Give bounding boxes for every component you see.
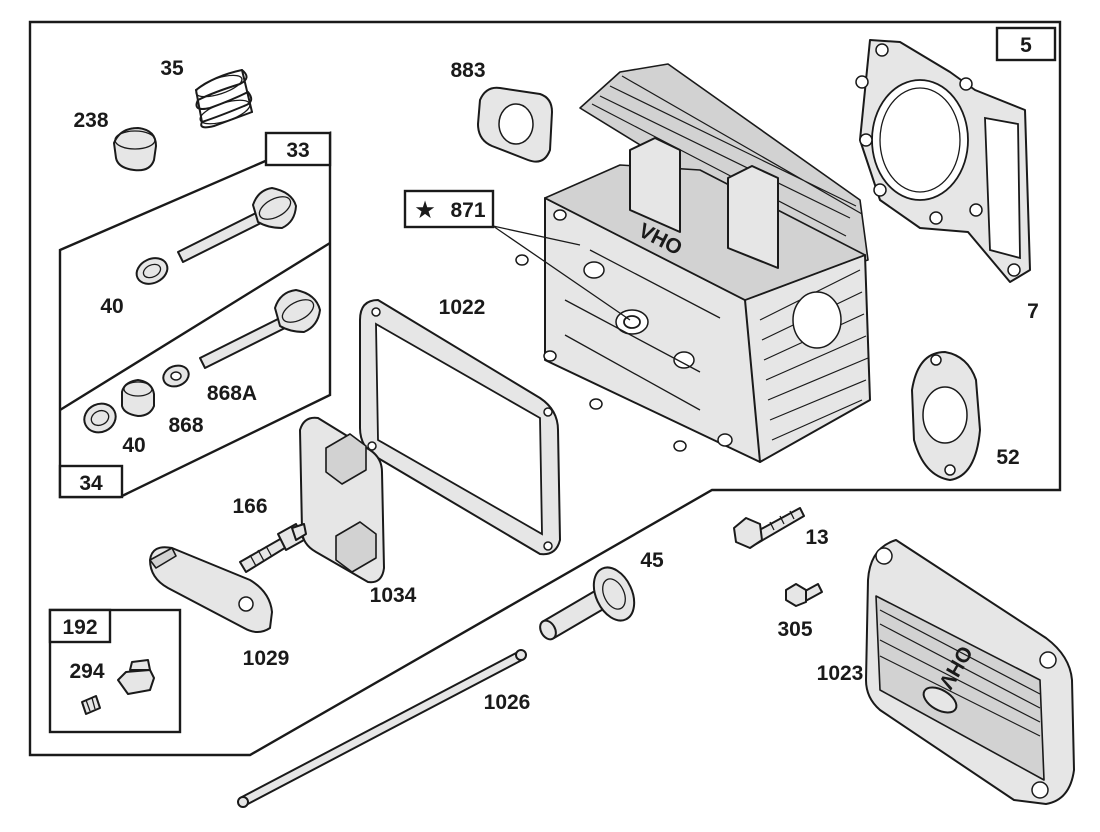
callout-1023: 1023 <box>817 662 864 685</box>
star-icon: ★ <box>416 199 435 222</box>
exhaust-valve <box>177 187 297 263</box>
push-rod-guide <box>539 566 636 641</box>
valve-cap <box>113 127 157 172</box>
callout-40-upper: 40 <box>100 295 123 318</box>
breather-plate <box>299 416 385 584</box>
rocker-arm <box>149 546 273 633</box>
kit-5-frame <box>28 20 1062 757</box>
valve-cover-gasket <box>359 299 561 556</box>
valve-retainer-lower <box>83 402 117 434</box>
set-screw <box>81 695 101 715</box>
callout-294: 294 <box>69 660 104 683</box>
callout-871-group: ★ 871 <box>403 189 631 321</box>
callout-7: 7 <box>1027 300 1039 323</box>
head-gasket <box>855 39 1031 283</box>
callout-1026: 1026 <box>484 691 531 714</box>
callout-33: 33 <box>286 139 309 162</box>
kit-5-box: 5 <box>995 26 1057 62</box>
callout-35: 35 <box>160 57 184 80</box>
exhaust-gasket <box>911 351 981 481</box>
callout-871: 871 <box>450 199 485 222</box>
callout-192: 192 <box>62 616 97 639</box>
push-rod <box>237 649 527 808</box>
callout-45: 45 <box>640 549 664 572</box>
valve-seal <box>121 379 155 417</box>
callout-1029: 1029 <box>243 647 290 670</box>
callout-166: 166 <box>232 495 267 518</box>
callout-883: 883 <box>450 59 485 82</box>
stud <box>239 523 307 573</box>
valve-kit-box: 33 34 <box>58 131 332 499</box>
cylinder-head: OHV <box>515 63 871 463</box>
cover-screw <box>785 583 823 607</box>
valve-cover: OHV <box>865 539 1075 805</box>
callout-52: 52 <box>996 446 1019 469</box>
callout-305: 305 <box>777 618 812 641</box>
intake-gasket <box>477 86 553 163</box>
callout-868: 868 <box>168 414 203 437</box>
valve-retainer-upper <box>135 257 169 285</box>
valve-washer <box>162 364 190 388</box>
intake-valve <box>199 289 321 369</box>
callout-13: 13 <box>805 526 828 549</box>
callout-1034: 1034 <box>370 584 417 607</box>
callout-34: 34 <box>79 472 103 495</box>
callout-868A: 868A <box>207 382 257 405</box>
head-bolt <box>733 507 805 549</box>
callout-1022: 1022 <box>439 296 486 319</box>
callout-40-lower: 40 <box>122 434 145 457</box>
callout-5: 5 <box>1020 34 1032 57</box>
rocker-nut <box>117 659 155 695</box>
valve-spring <box>195 69 253 129</box>
callout-238: 238 <box>73 109 108 132</box>
kit-192-box: 192 <box>48 608 182 734</box>
